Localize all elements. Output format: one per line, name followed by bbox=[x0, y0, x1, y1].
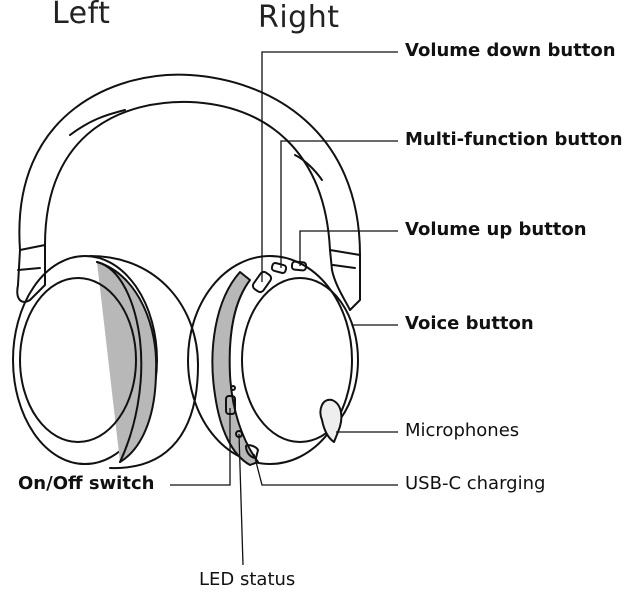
leader-led bbox=[238, 433, 244, 566]
right-band bbox=[211, 271, 259, 466]
left-earcup-shell bbox=[89, 255, 199, 470]
right-label: Right bbox=[258, 0, 340, 35]
led-label: LED status bbox=[199, 569, 296, 590]
usb-c-shape bbox=[245, 444, 259, 459]
volume-down-label: Volume down button bbox=[405, 40, 616, 61]
leader-usb-c bbox=[253, 453, 398, 486]
volume-up-label: Volume up button bbox=[405, 219, 587, 240]
left-cushion bbox=[19, 277, 137, 443]
volume-up-shape bbox=[290, 260, 308, 272]
leader-multi-function bbox=[280, 140, 398, 268]
leader-volume-down bbox=[261, 51, 398, 282]
multi-function-label: Multi-function button bbox=[405, 129, 623, 150]
right-cushion bbox=[241, 277, 359, 443]
leader-on-off bbox=[170, 408, 231, 486]
left-label: Left bbox=[52, 0, 111, 31]
microphones-label: Microphones bbox=[405, 420, 520, 441]
right-yoke bbox=[329, 249, 361, 311]
headband-inner bbox=[44, 100, 331, 251]
leader-volume-up bbox=[299, 230, 398, 266]
voice-label: Voice button bbox=[405, 313, 534, 334]
volume-down-shape bbox=[251, 270, 273, 294]
small-port-1 bbox=[230, 385, 236, 391]
left-band bbox=[96, 261, 158, 463]
on-off-label: On/Off switch bbox=[18, 473, 155, 494]
right-earcup-outer bbox=[187, 255, 353, 465]
usb-c-label: USB-C charging bbox=[405, 473, 546, 494]
left-yoke bbox=[16, 244, 46, 303]
headband-seam bbox=[69, 109, 126, 136]
multi-function-shape bbox=[270, 261, 288, 275]
headband bbox=[18, 73, 361, 256]
